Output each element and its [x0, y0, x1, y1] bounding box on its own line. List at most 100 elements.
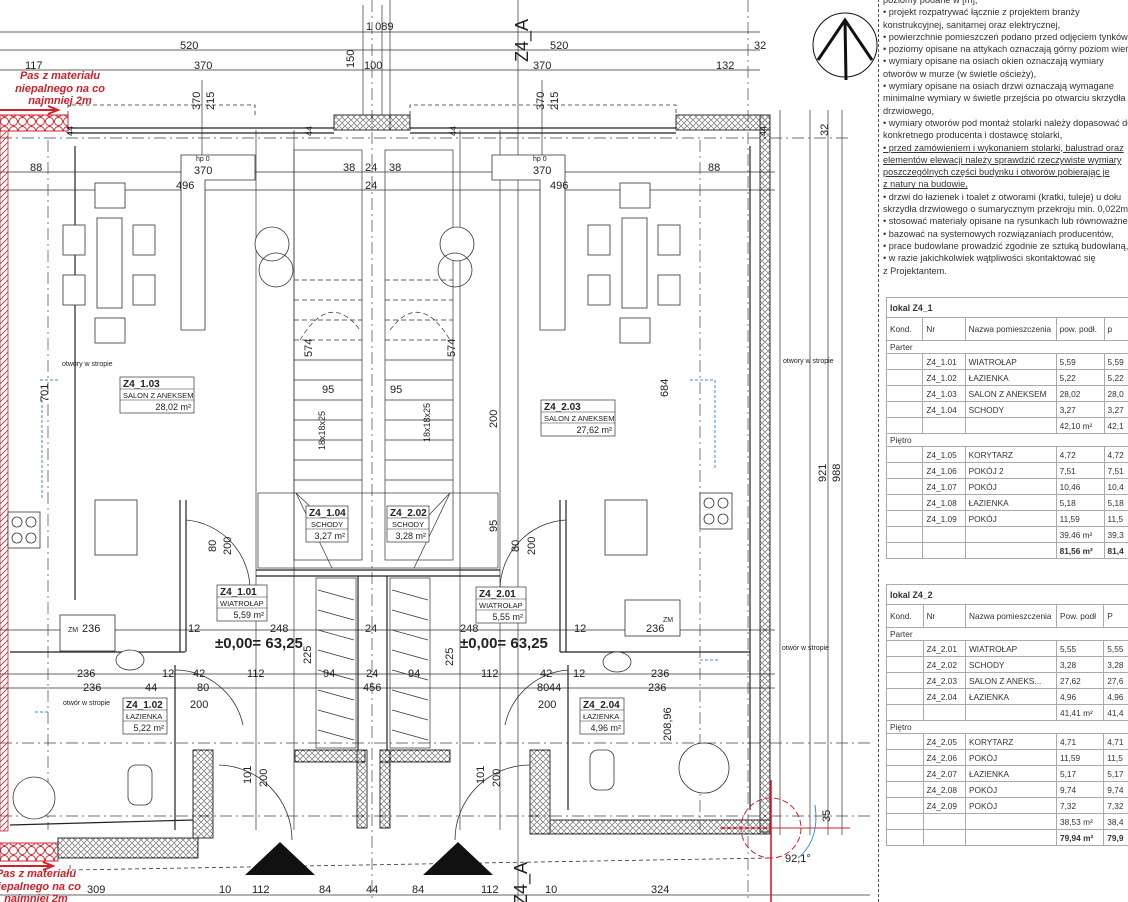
column-header: Nr [922, 317, 966, 341]
lamp-left [254, 226, 290, 262]
svg-text:3,28 m²: 3,28 m² [395, 531, 426, 541]
svg-text:10: 10 [219, 884, 231, 896]
svg-text:80: 80 [197, 682, 209, 694]
note-line: otworów w murze (w świetle ościeży), [883, 68, 1037, 79]
entrance-arrow-left [245, 842, 315, 875]
svg-text:10: 10 [545, 884, 557, 896]
svg-text:112: 112 [247, 668, 265, 680]
table-cell: Z4_2.04 [922, 688, 966, 705]
empty-cell [885, 446, 924, 463]
svg-text:84: 84 [412, 884, 424, 896]
lamp-right [439, 226, 475, 262]
corner-marker [720, 780, 850, 902]
empty-cell [886, 640, 924, 657]
svg-text:32: 32 [754, 40, 766, 52]
table-cell: 4,71 [1055, 733, 1105, 750]
empty-cell [885, 385, 924, 402]
table-cell: Z4_2.07 [922, 765, 966, 782]
svg-text:SCHODY: SCHODY [311, 520, 343, 529]
note-line: z natury na budowie, [883, 179, 968, 190]
subtotal-value: 42,1 [1103, 417, 1128, 434]
svg-text:80: 80 [510, 540, 522, 552]
svg-text:95: 95 [390, 384, 402, 396]
empty-cell [922, 829, 966, 846]
empty-cell [964, 813, 1058, 830]
note-line: konkretnego producenta i dostawcę stolar… [883, 130, 1063, 141]
empty-cell [886, 813, 924, 830]
table-cell: 10,46 [1055, 478, 1105, 495]
svg-text:WIATROŁAP: WIATROŁAP [220, 599, 264, 608]
table-cell: 7,51 [1055, 462, 1105, 479]
axis-label-bottom: Z4_A [511, 862, 532, 902]
svg-text:42: 42 [540, 668, 552, 680]
svg-text:200: 200 [526, 537, 538, 555]
svg-text:Pas z materiału: Pas z materiału [20, 70, 100, 82]
empty-cell [964, 542, 1057, 559]
empty-cell [886, 829, 924, 846]
svg-text:112: 112 [481, 668, 499, 680]
table-cell: Z4_2.05 [922, 733, 966, 750]
svg-text:najmniej 2m: najmniej 2m [4, 893, 68, 902]
table-cell: POKÓJ [964, 781, 1058, 798]
svg-text:Z4_2.03: Z4_2.03 [544, 402, 581, 413]
angle-arc [797, 804, 817, 859]
empty-cell [886, 688, 924, 705]
svg-text:44: 44 [448, 126, 458, 136]
svg-text:3,27 m²: 3,27 m² [314, 531, 345, 541]
svg-text:236: 236 [648, 682, 666, 694]
table-title: lokal Z4_1 [886, 297, 1128, 318]
section-label: Parter [886, 340, 1128, 354]
column-header: pow. podł. [1055, 317, 1105, 341]
note-line: konstrukcyjnej, sanitarnej oraz elektryc… [883, 19, 1061, 30]
table-cell: 3,27 [1103, 401, 1128, 418]
empty-cell [886, 733, 924, 750]
dining-table-right [587, 182, 681, 344]
svg-text:Z4_1.04: Z4_1.04 [309, 508, 346, 519]
dining-table-left [62, 182, 156, 344]
subtotal-value: 41,4 [1103, 704, 1128, 721]
total-value: 79,94 m² [1055, 829, 1105, 846]
svg-text:94: 94 [408, 668, 420, 680]
note-line: • drzwi do łazienek i toalet z otworami … [883, 191, 1122, 202]
svg-text:80: 80 [207, 540, 219, 552]
section-row: Parter [886, 627, 1128, 641]
svg-text:WIATROŁAP: WIATROŁAP [479, 601, 523, 610]
svg-text:SALON Z ANEKSEM: SALON Z ANEKSEM [544, 414, 614, 423]
svg-text:324: 324 [651, 884, 669, 896]
entrance-arrow-right [423, 842, 493, 875]
svg-text:otwór w stropie: otwór w stropie [782, 645, 829, 652]
svg-text:12: 12 [574, 623, 586, 635]
svg-text:Z4_2.01: Z4_2.01 [479, 589, 516, 600]
svg-text:112: 112 [252, 884, 270, 896]
svg-text:988: 988 [831, 464, 843, 482]
table-cell: POKÓJ [964, 749, 1058, 766]
table-cell: Z4_1.05 [922, 446, 966, 463]
opening-arrows [35, 379, 720, 713]
svg-text:32: 32 [819, 124, 831, 136]
shower-left [12, 776, 56, 820]
note-line: drzwiowego, [883, 105, 935, 116]
table-cell: 9,74 [1055, 781, 1105, 798]
svg-text:200: 200 [538, 699, 556, 711]
svg-text:236: 236 [646, 623, 664, 635]
svg-text:496: 496 [176, 180, 194, 192]
table-cell: 3,28 [1055, 656, 1105, 673]
column-header: p [1103, 317, 1128, 341]
table-cell: ŁAZIENKA [964, 369, 1057, 386]
washbasin-left [115, 649, 145, 671]
svg-text:otwór w stropie: otwór w stropie [63, 700, 110, 707]
hob-right [699, 492, 733, 530]
total-value: 81,56 m² [1055, 542, 1105, 559]
